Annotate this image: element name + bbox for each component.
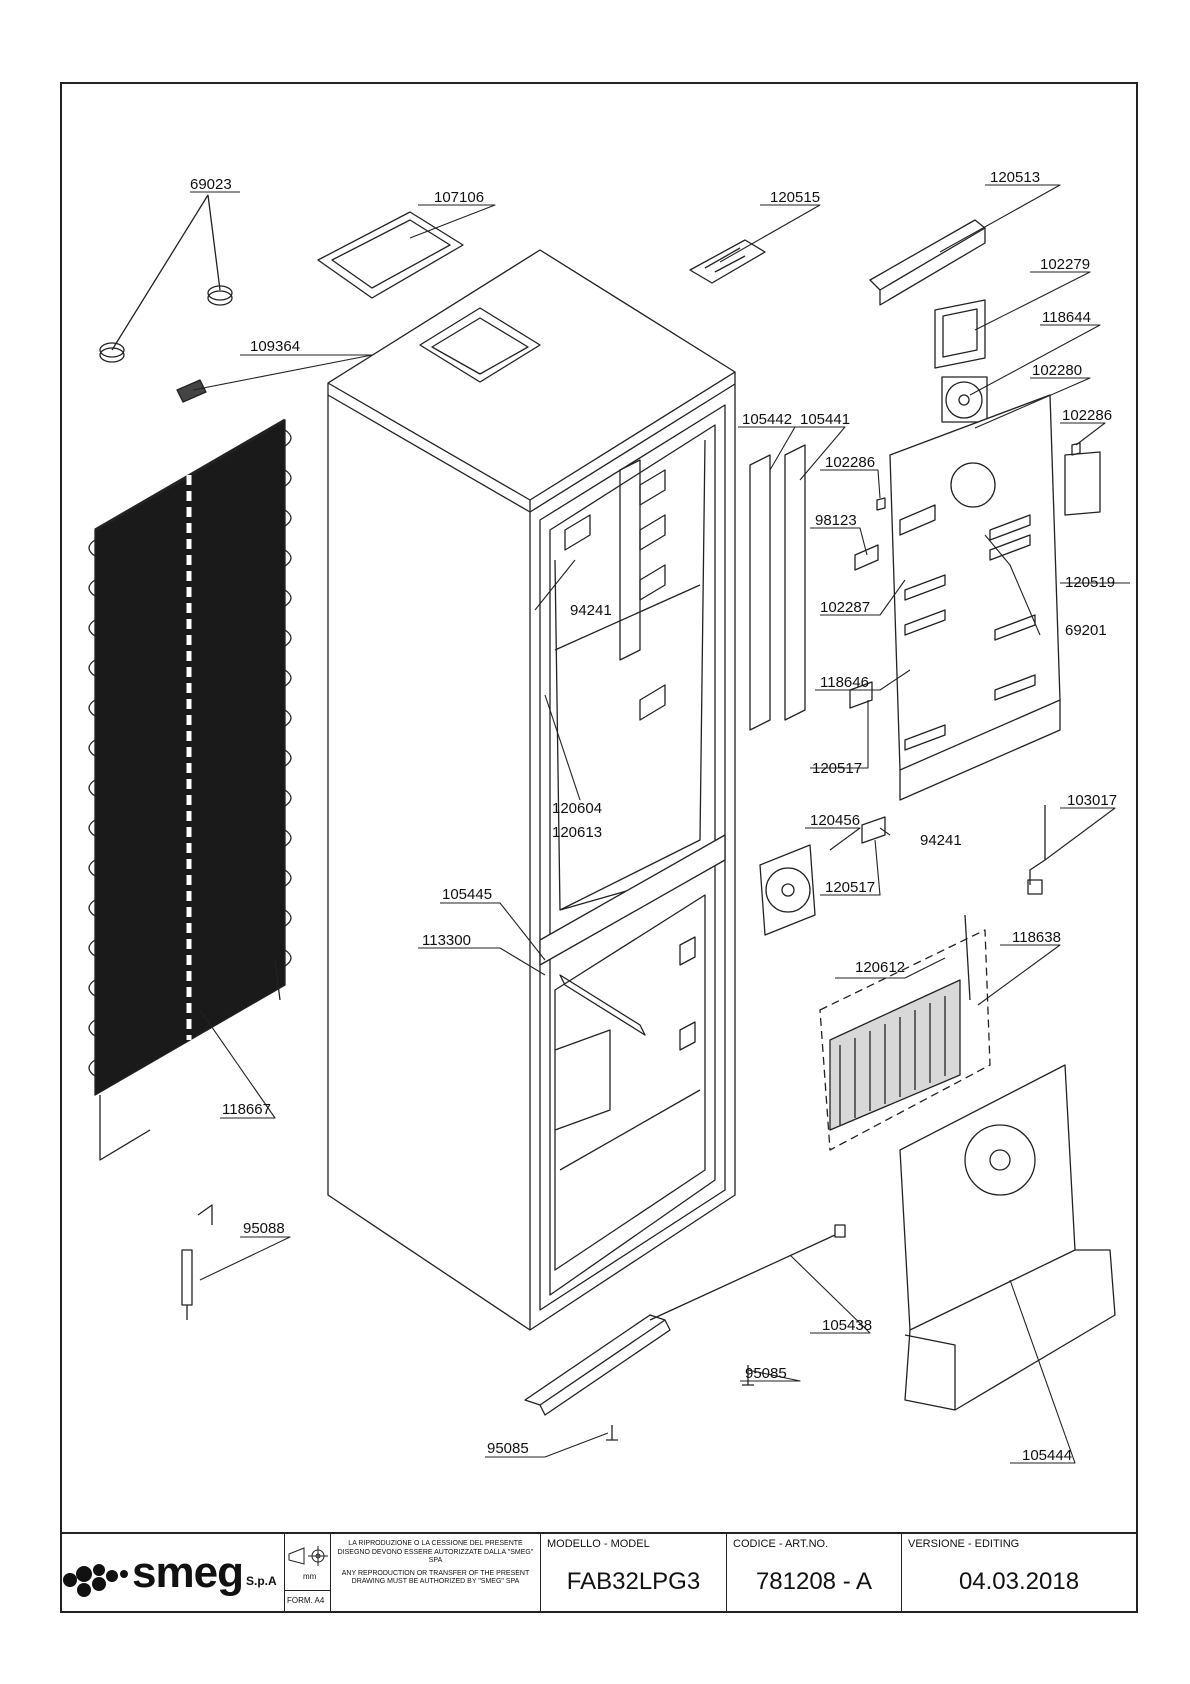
part-label-102286-center: 102286 [825, 454, 876, 471]
drain-heater [524, 1224, 846, 1441]
title-block: smeg S.p.A mm FORM. A4 LA RIPRODUZIONE O… [60, 1532, 1138, 1613]
version-header: VERSIONE - EDITING [908, 1538, 1020, 1550]
control-panel-120513 [869, 219, 986, 306]
part-label-105442: 105442 [742, 411, 793, 428]
part-label-120513: 120513 [990, 169, 1041, 186]
side-strips [749, 444, 879, 731]
format-label: FORM. A4 [287, 1596, 325, 1605]
part-label-120604: 120604 [552, 800, 603, 817]
part-label-120456: 120456 [810, 812, 861, 829]
defrost-sensor [181, 1204, 213, 1320]
sensor-103017 [1027, 805, 1046, 895]
version-value: 04.03.2018 [958, 1568, 1080, 1595]
part-label-102280: 102280 [1032, 362, 1083, 379]
model-value: FAB32LPG3 [566, 1568, 701, 1595]
part-label-113300: 113300 [422, 932, 471, 949]
notice-english: ANY REPRODUCTION OR TRANSFER OF THE PRES… [341, 1569, 530, 1586]
part-label-94241-side: 94241 [920, 832, 962, 849]
part-label-102279: 102279 [1040, 256, 1091, 273]
control-board-120515 [689, 239, 766, 284]
part-label-118667: 118667 [222, 1101, 271, 1118]
machine-compartment-cover [899, 1064, 1116, 1411]
evaporator [819, 914, 991, 1151]
part-label-120517-lower: 120517 [825, 879, 876, 896]
part-label-118644: 118644 [1042, 309, 1091, 326]
evaporator-cover [889, 394, 1101, 801]
part-label-109364: 109364 [250, 338, 301, 355]
projection-cell: mm FORM. A4 [285, 1534, 331, 1613]
part-label-94241-fridge: 94241 [570, 602, 612, 619]
exploded-view-drawing [88, 184, 1130, 1464]
part-label-120519: 120519 [1065, 574, 1116, 591]
part-label-120612: 120612 [855, 959, 906, 976]
part-label-118646: 118646 [820, 674, 869, 691]
part-label-105441: 105441 [800, 411, 851, 428]
leader-lines [190, 184, 1130, 1464]
part-label-105445: 105445 [442, 886, 493, 903]
drier-109364 [176, 379, 207, 403]
logo-cell: smeg S.p.A [60, 1534, 285, 1613]
part-label-118638: 118638 [1012, 929, 1061, 946]
clamps-69023 [99, 194, 233, 363]
part-label-69201: 69201 [1065, 622, 1107, 639]
part-label-105438: 105438 [822, 1317, 873, 1334]
fan-118644 [941, 376, 988, 423]
part-label-95088: 95088 [243, 1220, 285, 1237]
projection-symbol-icon [288, 1546, 328, 1566]
part-label-98123: 98123 [815, 512, 857, 529]
unit-label: mm [303, 1572, 317, 1581]
notice-cell: LA RIPRODUZIONE O LA CESSIONE DEL PRESEN… [331, 1534, 541, 1613]
cabinet [327, 249, 736, 1331]
brand-suffix: S.p.A [246, 1574, 277, 1588]
part-label-69023: 69023 [190, 176, 232, 193]
part-label-103017: 103017 [1067, 792, 1118, 809]
lamp-cover-107106 [317, 211, 464, 299]
part-label-95085-right: 95085 [745, 1365, 787, 1382]
fan-bracket-102279 [934, 299, 986, 369]
code-value: 781208 - A [755, 1568, 873, 1595]
model-cell: MODELLO - MODEL FAB32LPG3 [541, 1534, 727, 1613]
fan-120456 [759, 844, 816, 936]
code-header: CODICE - ART.NO. [733, 1538, 829, 1550]
small-parts [849, 442, 1081, 844]
notice-italian: LA RIPRODUZIONE O LA CESSIONE DEL PRESEN… [337, 1540, 534, 1564]
smeg-logo-dots-icon [63, 1564, 128, 1597]
part-label-107106: 107106 [434, 189, 485, 206]
part-label-120613: 120613 [552, 824, 603, 841]
drawing-sheet [60, 82, 1138, 1613]
part-label-120515: 120515 [770, 189, 821, 206]
part-label-120517-upper: 120517 [812, 760, 863, 777]
part-label-105444: 105444 [1022, 1447, 1073, 1464]
model-header: MODELLO - MODEL [547, 1538, 650, 1550]
version-cell: VERSIONE - EDITING 04.03.2018 [902, 1534, 1136, 1613]
brand-logo: smeg [132, 1548, 244, 1597]
condenser-coil [88, 418, 292, 1161]
part-label-102286-right: 102286 [1062, 407, 1113, 424]
part-label-95085-left: 95085 [487, 1440, 529, 1457]
code-cell: CODICE - ART.NO. 781208 - A [727, 1534, 902, 1613]
part-label-102287: 102287 [820, 599, 871, 616]
